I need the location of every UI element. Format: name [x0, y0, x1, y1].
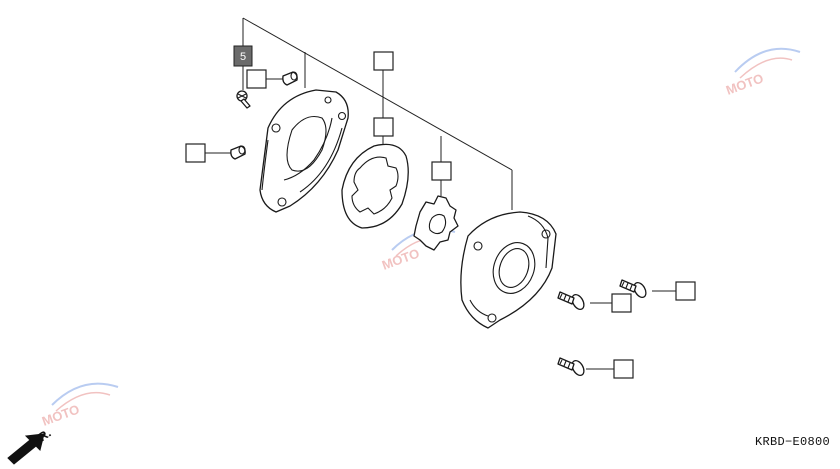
callout-box-bolt-c — [613, 359, 634, 379]
diagram-code: KRBD−E0800 — [754, 435, 830, 449]
pump-body-housing — [460, 211, 557, 329]
watermark-text: MOTO — [40, 401, 82, 428]
callout-box-bolt-a — [611, 293, 632, 313]
callout-box-inner-rotor — [431, 161, 452, 181]
inner-rotor-part — [413, 195, 459, 251]
small-screw-part — [236, 90, 251, 109]
callout-box-outer-rotor — [373, 117, 394, 137]
flange-bolt-b — [619, 279, 647, 299]
watermark-logo-top-right: MOTO — [724, 47, 801, 98]
pump-cover-plate — [259, 89, 349, 213]
watermark-text: MOTO — [380, 245, 422, 272]
watermark-logo-bottom-left: MOTO — [40, 382, 119, 429]
outer-rotor-part — [341, 143, 409, 229]
callout-box-assembly-top — [373, 51, 394, 71]
front-direction-arrow: FR. — [7, 426, 54, 465]
flange-bolt-a — [557, 291, 585, 311]
collar-part — [282, 71, 298, 86]
reference-number-box: 5 — [233, 45, 253, 67]
flange-bolt-c — [557, 357, 585, 377]
reference-number: 5 — [240, 51, 246, 63]
callout-box-dowel-pin — [185, 143, 206, 163]
callout-box-bolt-b — [675, 281, 696, 301]
callout-box-collar-top — [246, 69, 267, 89]
dowel-pin-part — [230, 145, 246, 160]
